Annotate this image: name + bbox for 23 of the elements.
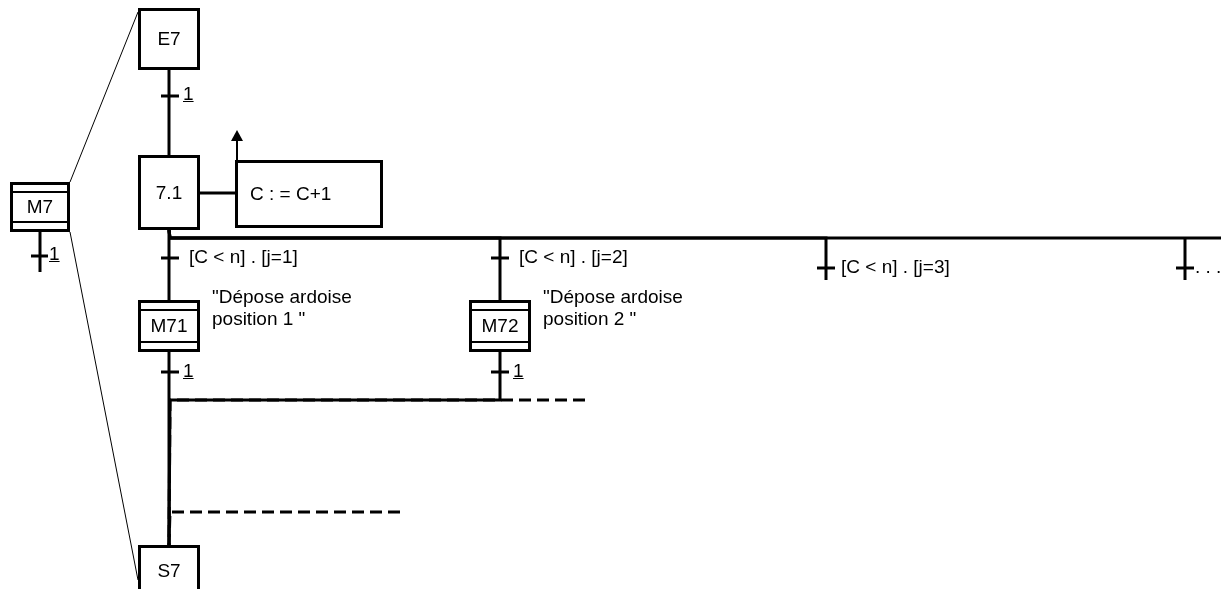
transition-condition: 1 — [512, 361, 525, 381]
step-label: 7.1 — [155, 181, 183, 204]
macro-step-box — [138, 300, 200, 352]
action-text: C : = C+1 — [250, 183, 332, 205]
step-box — [138, 8, 200, 70]
step-label: M72 — [481, 315, 519, 337]
step-label: M7 — [26, 196, 54, 218]
macro-step-box — [469, 300, 531, 352]
step-comment: "Dépose ardoise position 2 " — [543, 286, 684, 330]
transition-condition: 1 — [48, 244, 61, 264]
step-box — [138, 545, 200, 589]
action-box — [235, 160, 383, 228]
transition-condition: [C < n] . [j=2] — [518, 247, 629, 267]
step-label: E7 — [157, 28, 181, 50]
transition-condition: 1 — [182, 84, 195, 104]
transition-condition: [C < n] . [j=1] — [188, 247, 299, 267]
step-label: M71 — [150, 315, 188, 337]
transition-condition: [C < n] . [j=3] — [840, 257, 951, 277]
step-label: S7 — [157, 560, 181, 582]
step-box — [138, 155, 200, 230]
step-comment: "Dépose ardoise position 1 " — [212, 286, 353, 330]
macro-step-box — [10, 182, 70, 232]
transition-condition: 1 — [182, 361, 195, 381]
